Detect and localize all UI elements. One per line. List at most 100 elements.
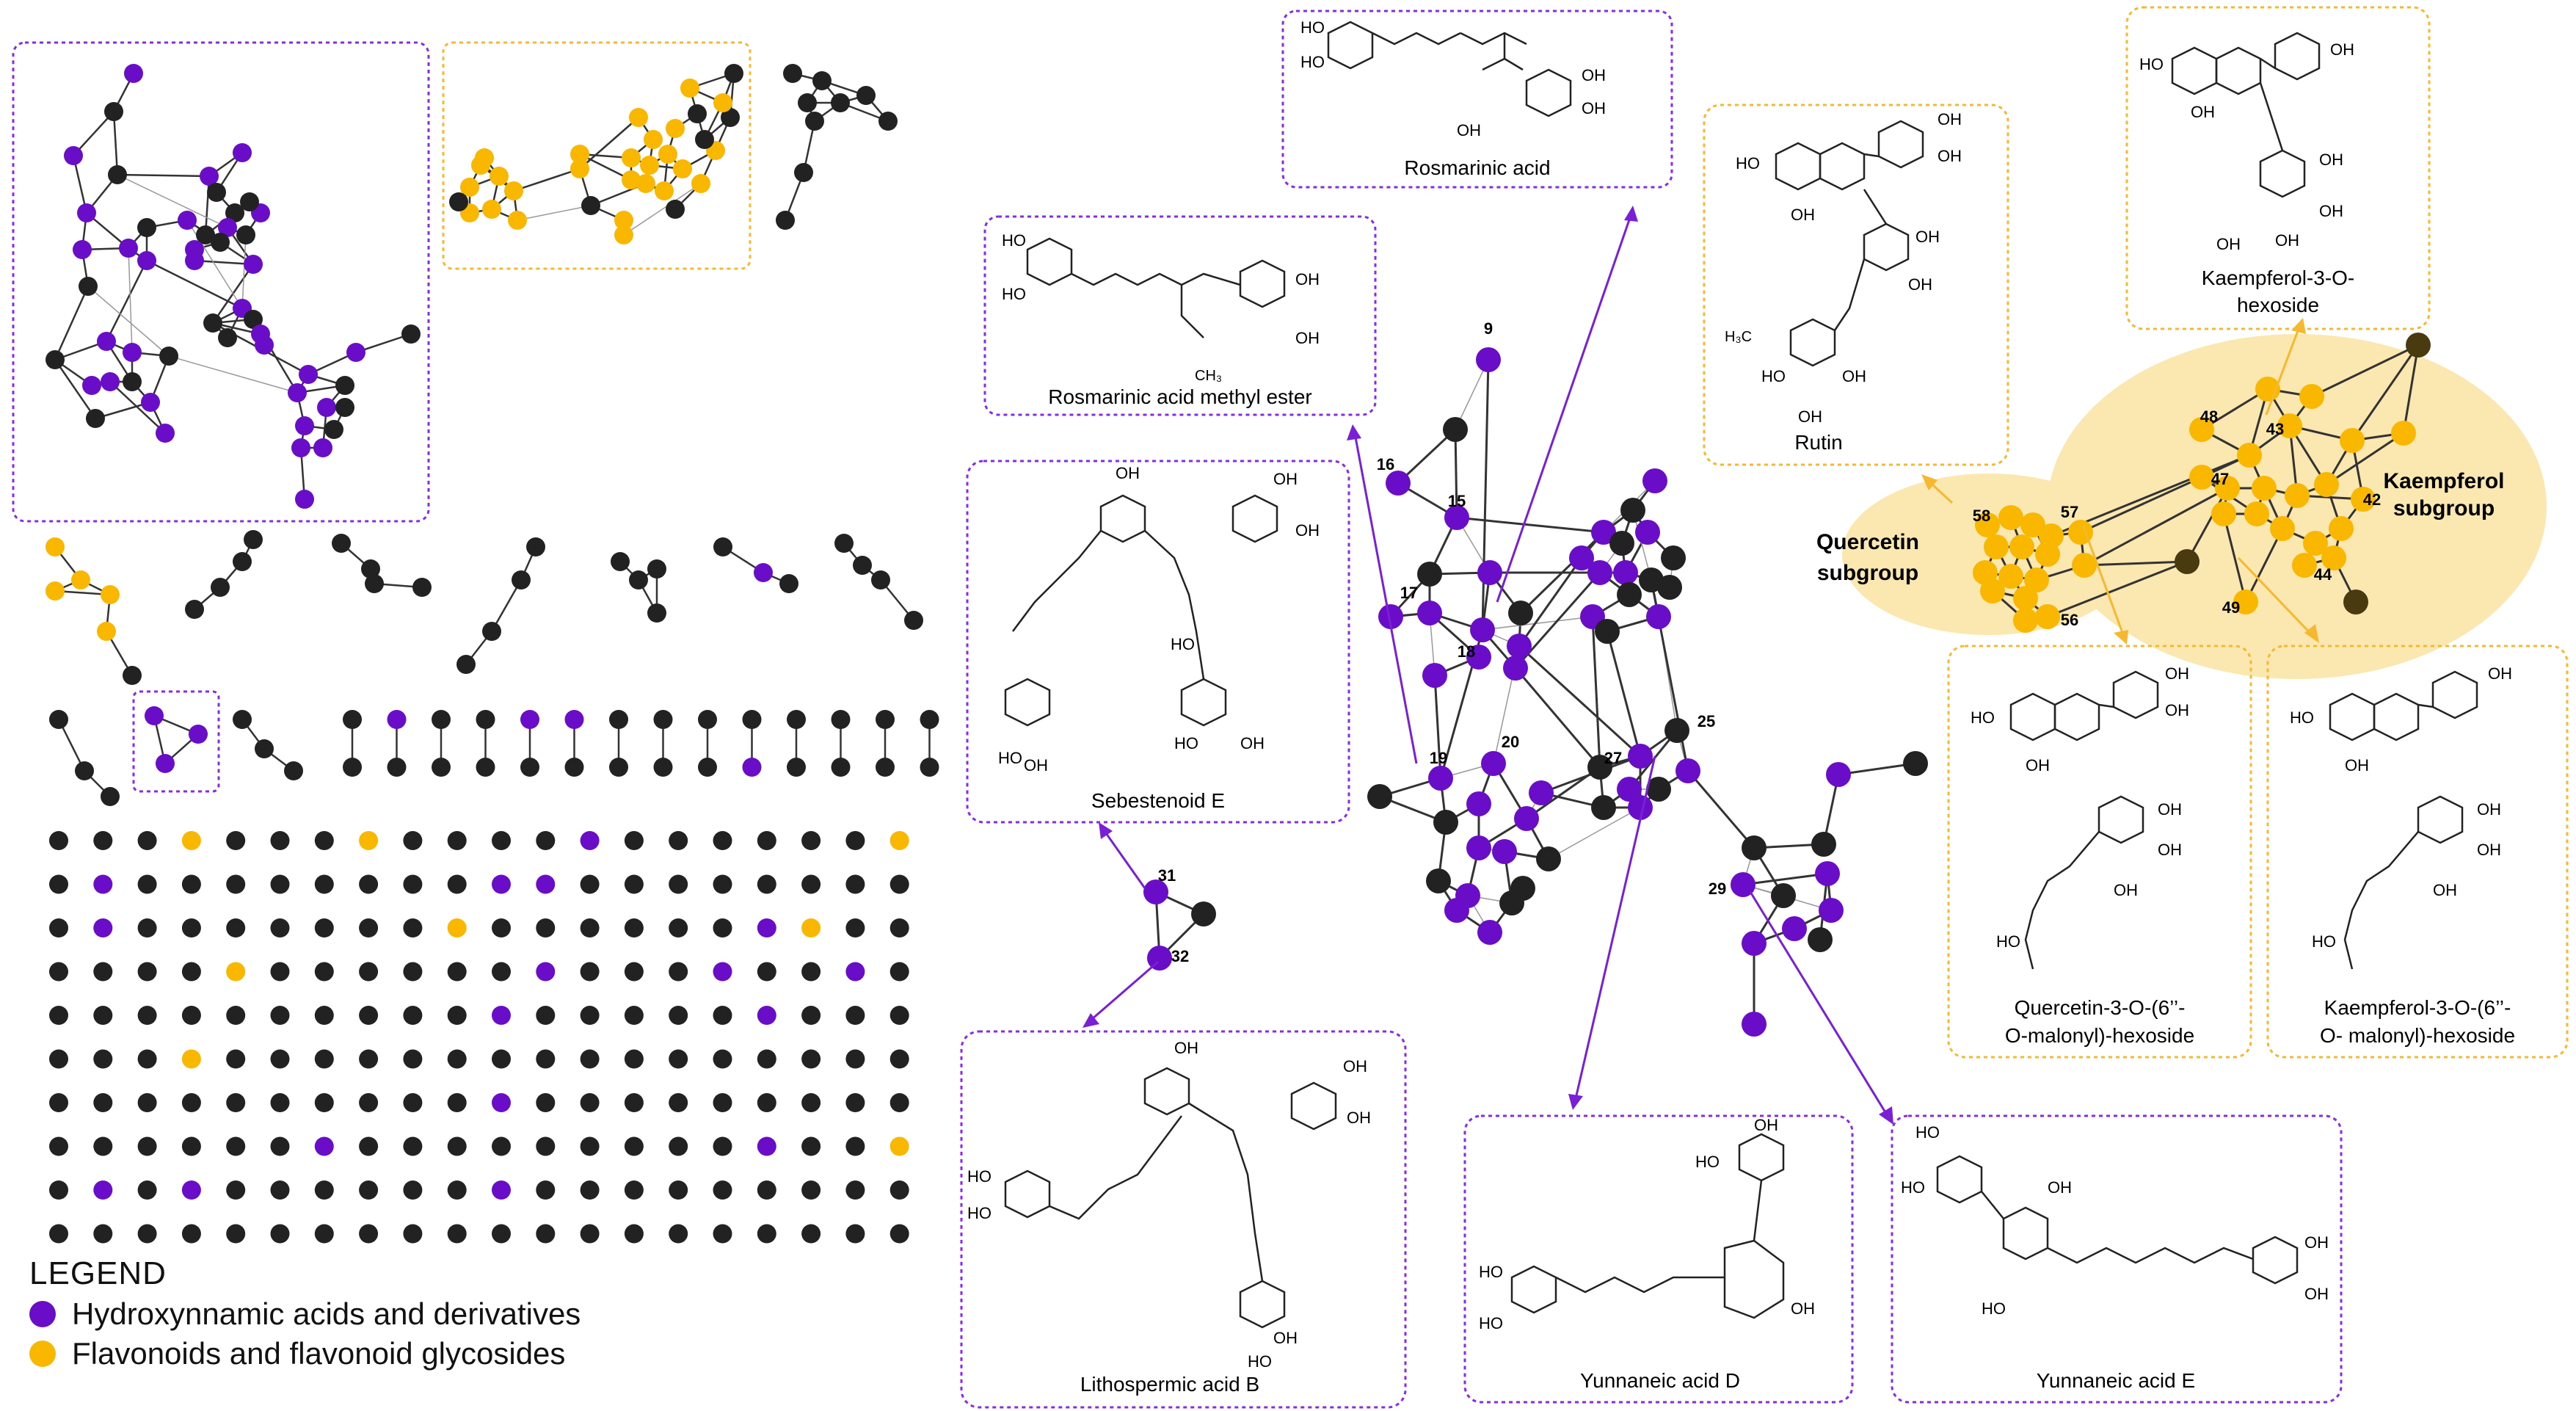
svg-text:HO: HO xyxy=(2139,55,2164,73)
network-node xyxy=(1503,656,1528,681)
network-node xyxy=(137,918,157,937)
network-node xyxy=(2215,476,2240,501)
svg-text:OH: OH xyxy=(1295,521,1320,540)
network-node xyxy=(403,1006,423,1025)
network-node xyxy=(181,1136,201,1156)
network-node xyxy=(504,181,523,200)
network-edge xyxy=(54,359,97,419)
network-node xyxy=(536,962,556,982)
lithospermic-b-label: Lithospermic acid B xyxy=(1080,1373,1259,1396)
svg-text:OH: OH xyxy=(2319,202,2343,220)
network-edge xyxy=(57,719,86,772)
network-node xyxy=(185,251,204,270)
network-node xyxy=(449,192,468,211)
network-edge xyxy=(579,117,639,170)
svg-text:HO: HO xyxy=(998,749,1022,767)
network-node xyxy=(178,211,197,230)
svg-text:OH: OH xyxy=(2216,235,2241,253)
network-node xyxy=(189,725,208,744)
network-node xyxy=(233,143,252,162)
network-node xyxy=(2013,586,2038,611)
rosmarinic-acid-label: Rosmarinic acid xyxy=(1404,156,1550,179)
network-node xyxy=(629,108,648,127)
network-node xyxy=(49,962,68,982)
network-node xyxy=(783,64,802,83)
network-node xyxy=(1470,617,1495,642)
network-node xyxy=(482,200,501,219)
network-node xyxy=(456,655,476,674)
network-node xyxy=(137,1224,157,1244)
svg-text:HO: HO xyxy=(1761,367,1786,385)
network-node xyxy=(387,758,407,777)
network-node xyxy=(834,534,854,553)
network-node xyxy=(1417,601,1442,625)
network-node xyxy=(1422,663,1447,688)
svg-text:HO: HO xyxy=(1736,154,1760,173)
svg-text:OH: OH xyxy=(1295,270,1320,289)
network-node xyxy=(757,918,776,937)
network-node xyxy=(181,1093,201,1112)
network-node xyxy=(845,918,865,937)
network-node xyxy=(1617,777,1642,802)
network-node xyxy=(673,159,692,178)
network-node xyxy=(757,1093,776,1112)
svg-text:OH: OH xyxy=(2275,231,2299,250)
network-node xyxy=(317,398,336,417)
network-node xyxy=(713,962,732,982)
network-node xyxy=(403,1180,423,1200)
network-node xyxy=(492,831,511,850)
network-node xyxy=(1731,872,1755,897)
svg-text:OH: OH xyxy=(1273,1329,1298,1347)
network-node xyxy=(1646,604,1671,629)
network-node xyxy=(387,710,407,729)
network-node xyxy=(1815,861,1840,886)
network-node xyxy=(1587,560,1612,585)
network-node xyxy=(1657,575,1682,600)
network-edge xyxy=(2402,344,2420,434)
svg-text:HO: HO xyxy=(1300,53,1325,71)
network-node xyxy=(226,1180,246,1200)
network-edge xyxy=(1433,675,1442,779)
network-node xyxy=(536,1093,556,1112)
network-node xyxy=(71,570,90,590)
network-node xyxy=(1811,832,1836,857)
network-node xyxy=(93,831,113,850)
network-node xyxy=(359,874,379,894)
network-node xyxy=(447,831,467,850)
network-node xyxy=(432,758,451,777)
network-node xyxy=(492,918,511,937)
network-edge xyxy=(54,286,90,360)
network-node xyxy=(640,156,659,175)
network-node xyxy=(492,874,511,894)
network-node xyxy=(1975,512,2000,537)
network-node xyxy=(845,1049,865,1069)
network-node xyxy=(403,1224,423,1244)
network-node xyxy=(611,552,630,571)
network-node xyxy=(724,64,743,83)
network-node xyxy=(580,874,600,894)
network-edge xyxy=(2201,388,2268,431)
node-number-label-56: 56 xyxy=(2061,611,2078,629)
network-node xyxy=(787,710,806,729)
network-node xyxy=(713,1136,732,1156)
network-node xyxy=(920,710,939,729)
legend-label-flavonoid: Flavonoids and flavonoid glycosides xyxy=(72,1336,566,1371)
network-node xyxy=(853,556,872,575)
network-node xyxy=(1808,927,1833,952)
network-node xyxy=(119,239,138,258)
network-node xyxy=(742,710,762,729)
network-node xyxy=(460,178,479,197)
structure-rutin: OH OH HO OH OH OH H₃C OH HO OH Rutin xyxy=(1703,104,2009,466)
network-node xyxy=(2252,476,2277,501)
network-node xyxy=(359,1224,379,1244)
network-node xyxy=(1646,777,1671,802)
network-node xyxy=(93,1224,113,1244)
network-node xyxy=(536,831,556,850)
quercetin-malonyl-label-2: O-malonyl)-hexoside xyxy=(2005,1024,2194,1047)
network-node xyxy=(314,962,334,982)
network-node xyxy=(636,174,655,193)
network-node xyxy=(359,831,379,850)
network-node xyxy=(181,831,201,850)
network-node xyxy=(244,530,263,549)
cluster-box-hydroxycinnamic xyxy=(12,41,430,523)
